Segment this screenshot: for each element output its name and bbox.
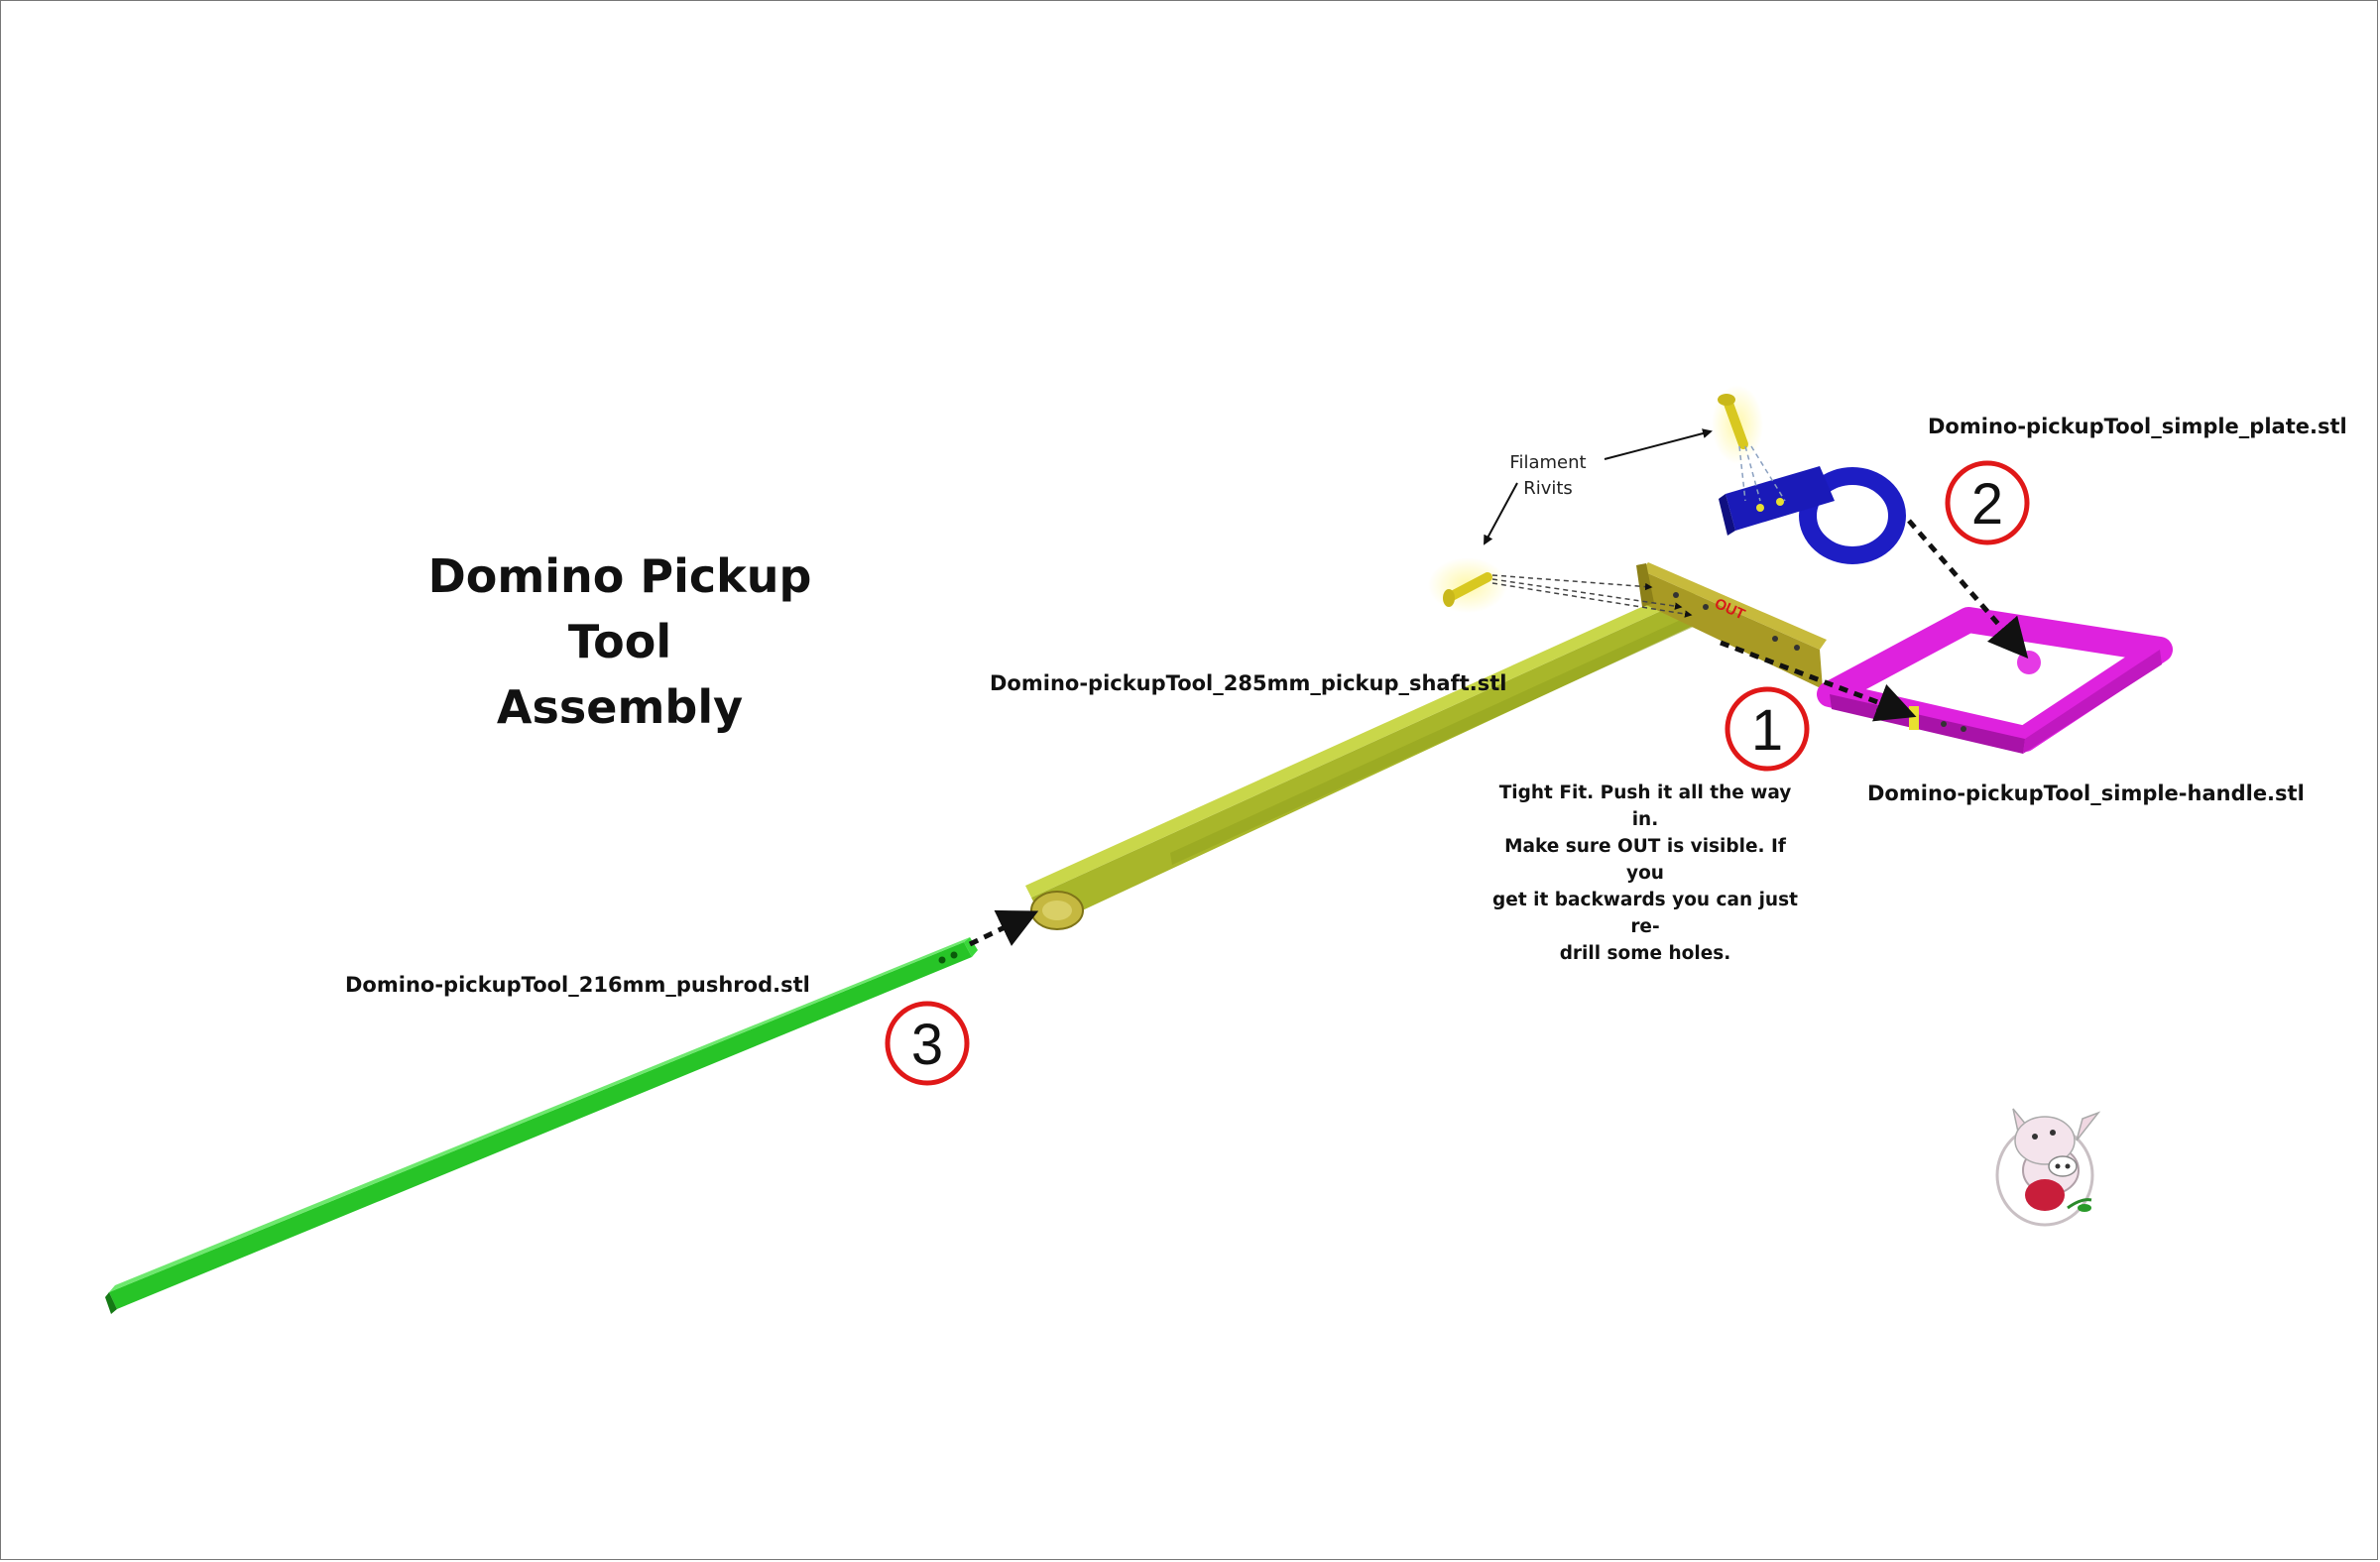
title-line-1: Domino Pickup Tool xyxy=(427,549,812,668)
assembly-arrows xyxy=(968,519,2029,947)
svg-text:3: 3 xyxy=(911,1013,943,1077)
step-1-marker: 1 xyxy=(1725,686,1810,772)
step-2-marker: 2 xyxy=(1945,460,2030,545)
pig-logo-icon xyxy=(1995,1108,2101,1227)
note-line-3: get it backwards you can just re- xyxy=(1492,890,1798,937)
handle-label: Domino-pickupTool_simple-handle.stl xyxy=(1867,781,2305,805)
plate-label: Domino-pickupTool_simple_plate.stl xyxy=(1928,415,2347,438)
rivet-top xyxy=(1712,385,1763,464)
page-title: Domino Pickup Tool Assembly xyxy=(377,543,863,740)
fit-note: Tight Fit. Push it all the way in. Make … xyxy=(1486,780,1805,967)
shaft-label: Domino-pickupTool_285mm_pickup_shaft.stl xyxy=(990,671,1507,695)
handle-part xyxy=(1817,607,2173,754)
pushrod-label: Domino-pickupTool_216mm_pushrod.stl xyxy=(345,973,810,997)
plate-part xyxy=(1719,466,1906,564)
note-line-2: Make sure OUT is visible. If you xyxy=(1504,836,1786,884)
step-3-marker: 3 xyxy=(885,1001,970,1086)
rivet-left xyxy=(1428,557,1507,613)
note-line-4: drill some holes. xyxy=(1559,943,1731,964)
step-1-arrow xyxy=(1720,640,1917,722)
pickup-shaft-part: OUT xyxy=(1025,562,1827,930)
pushrod-part xyxy=(105,937,978,1314)
rivets-label: Filament Rivits xyxy=(1509,452,1587,499)
rivet-guides xyxy=(1491,445,1786,618)
title-line-2: Assembly xyxy=(496,680,744,734)
step-2-arrow xyxy=(1907,519,2029,660)
note-line-1: Tight Fit. Push it all the way in. xyxy=(1498,782,1792,830)
svg-text:2: 2 xyxy=(1971,472,2003,537)
rivet-callout-arrows xyxy=(1484,428,1713,545)
step-3-arrow xyxy=(968,909,1039,947)
svg-text:1: 1 xyxy=(1751,698,1783,763)
